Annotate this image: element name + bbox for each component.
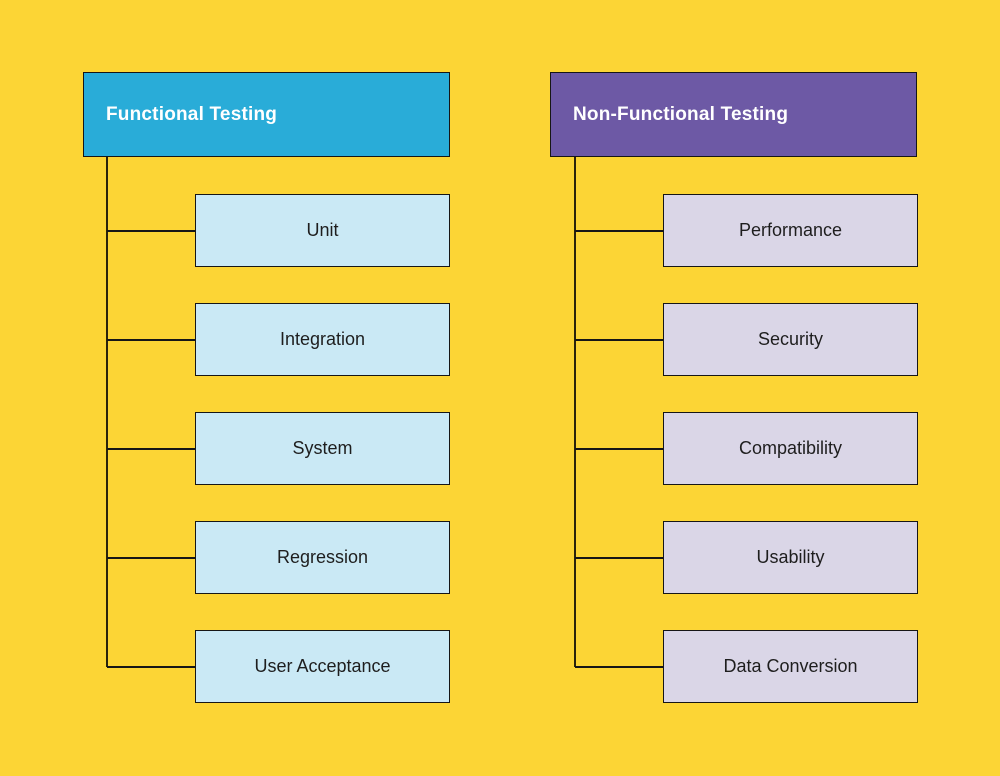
node-security-label: Security [757, 329, 824, 349]
connector-branch-security [575, 339, 664, 341]
node-usability[interactable]: Usability [663, 521, 918, 594]
node-regression-label: Regression [276, 547, 369, 567]
connector-branch-performance [575, 230, 664, 232]
connector-branch-compatibility [575, 448, 664, 450]
functional-testing-header-node[interactable]: Functional Testing [83, 72, 450, 157]
connector-branch-integration [107, 339, 196, 341]
node-data-conversion-label: Data Conversion [723, 656, 858, 676]
node-usability-label: Usability [756, 547, 825, 567]
node-system-label: System [292, 438, 353, 458]
connector-branch-data-conversion [575, 666, 664, 668]
node-user-acceptance[interactable]: User Acceptance [195, 630, 450, 703]
node-security[interactable]: Security [663, 303, 918, 376]
connector-trunk-non-functional [574, 157, 576, 667]
node-integration[interactable]: Integration [195, 303, 450, 376]
node-compatibility-label: Compatibility [738, 438, 843, 458]
connector-branch-regression [107, 557, 196, 559]
node-performance-label: Performance [738, 220, 843, 240]
node-system[interactable]: System [195, 412, 450, 485]
node-performance[interactable]: Performance [663, 194, 918, 267]
node-regression[interactable]: Regression [195, 521, 450, 594]
non-functional-testing-title: Non-Functional Testing [573, 103, 789, 125]
node-unit-label: Unit [306, 220, 339, 240]
node-integration-label: Integration [279, 329, 366, 349]
node-user-acceptance-label: User Acceptance [254, 656, 391, 676]
functional-testing-title: Functional Testing [106, 103, 278, 125]
connector-branch-system [107, 448, 196, 450]
connector-trunk-functional [106, 157, 108, 667]
node-unit[interactable]: Unit [195, 194, 450, 267]
node-compatibility[interactable]: Compatibility [663, 412, 918, 485]
non-functional-testing-header-node[interactable]: Non-Functional Testing [550, 72, 917, 157]
node-data-conversion[interactable]: Data Conversion [663, 630, 918, 703]
connector-branch-usability [575, 557, 664, 559]
connector-branch-unit [107, 230, 196, 232]
connector-branch-user-acceptance [107, 666, 196, 668]
